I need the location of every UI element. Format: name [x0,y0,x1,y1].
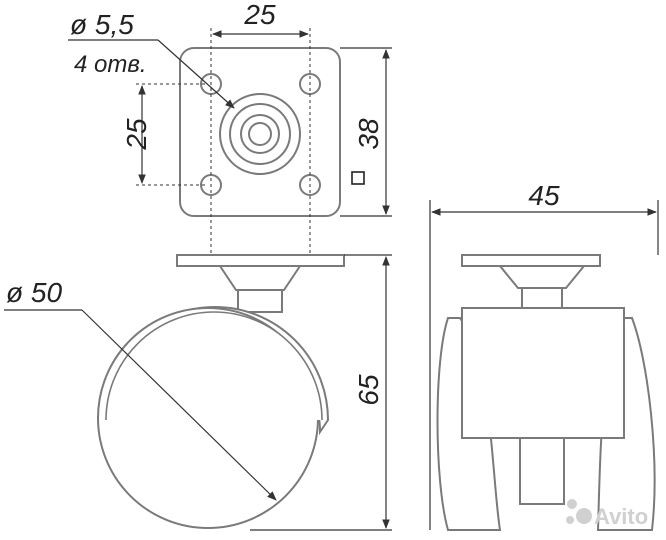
mounting-plate-top-view [179,47,341,217]
front-swivel-cone [497,265,587,289]
caster-side-view [97,254,345,529]
side-swivel-cone [218,265,302,291]
side-fork-inner-edge [105,311,323,421]
hole-spacing-side-label: 25 [121,118,152,151]
avito-watermark: Avito [566,499,648,529]
wheel-diameter-label: ø 50 [6,277,62,308]
watermark-dot-icon [566,516,574,524]
plate-center-hole [248,122,272,146]
front-axle-hub [519,437,565,505]
wheel-diameter-dimension-line [81,309,277,501]
front-stem [521,287,563,309]
caster-front-view [436,254,656,531]
top-view-extension-lines [136,28,392,255]
side-plate [176,254,345,267]
hole-count-label: 4 отв. [74,51,147,78]
square-symbol-icon [351,171,365,185]
front-fork-body [461,307,625,439]
hole-spacing-top-label: 25 [243,0,276,30]
hole-leader-line [157,39,235,109]
front-plate [461,254,601,267]
side-stem [237,289,283,313]
plate-size-label: 38 [353,118,384,150]
overall-height-label: 65 [353,374,384,406]
watermark-dot-icon [576,508,592,524]
hole-diameter-label: ø 5,5 [70,9,134,40]
watermark-dot-icon [567,499,577,509]
overall-width-label: 45 [528,180,560,211]
watermark-text: Avito [594,504,648,529]
